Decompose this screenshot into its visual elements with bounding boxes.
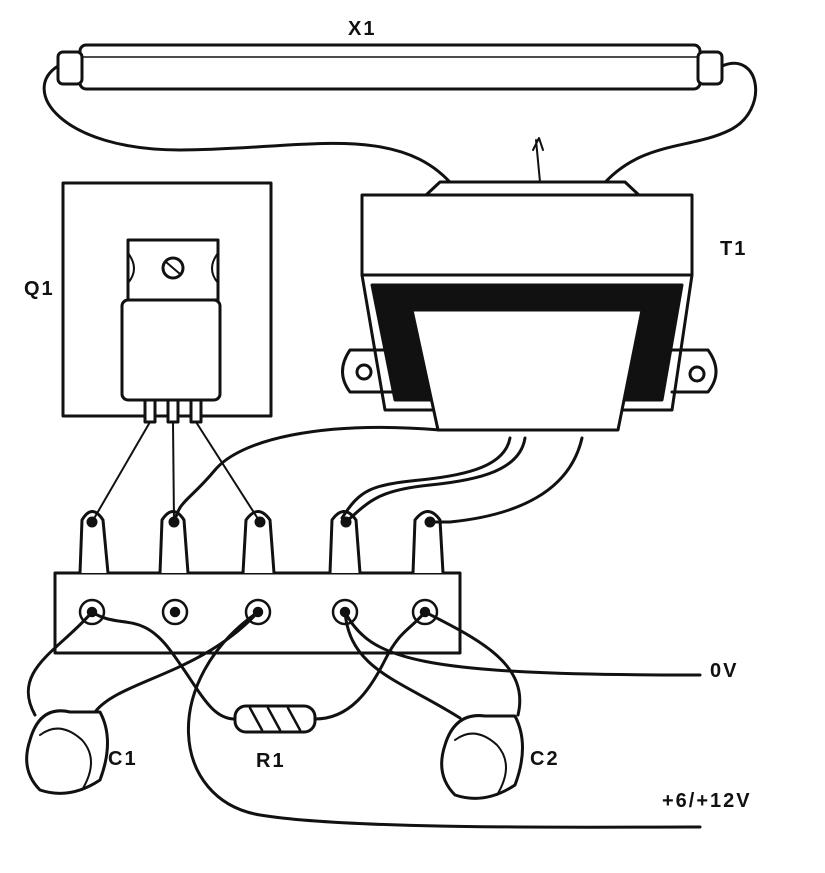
capacitor-c1 <box>25 610 260 795</box>
resistor-r1 <box>90 610 427 734</box>
terminal-strip <box>53 510 462 655</box>
resistor-label: R1 <box>256 750 286 772</box>
supply-label: +6/+12V <box>662 790 752 812</box>
supply-wires <box>186 610 702 829</box>
transistor-leads <box>91 421 261 523</box>
fluorescent-lamp-x1 <box>42 43 758 190</box>
capacitor-c2-label: C2 <box>530 748 560 770</box>
capacitor-c2 <box>343 610 524 800</box>
transformer-label: T1 <box>720 238 748 260</box>
lamp-label: X1 <box>348 18 377 40</box>
transistor-label: Q1 <box>24 278 55 300</box>
capacitor-c1-label: C1 <box>108 748 138 770</box>
transformer-wires <box>173 425 584 524</box>
transformer-t1 <box>341 137 718 432</box>
transistor-q1 <box>61 181 273 424</box>
ground-label: 0V <box>710 660 739 682</box>
